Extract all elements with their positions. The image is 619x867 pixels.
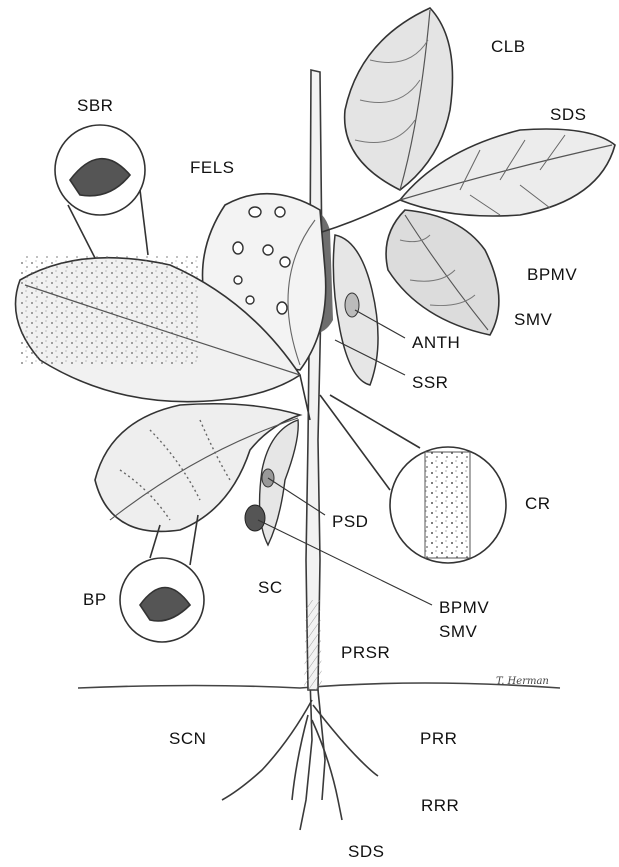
label-cr: CR [525,494,551,514]
label-smv-pod: SMV [439,622,477,642]
label-ssr: SSR [412,373,448,393]
root-system [222,678,378,830]
label-prsr: PRSR [341,643,390,663]
label-bpmv-leaf: BPMV [527,265,577,285]
label-scn: SCN [169,729,206,749]
label-bp: BP [83,590,107,610]
artist-signature: T. Herman [496,676,549,687]
label-bpmv-pod: BPMV [439,598,489,618]
label-anth: ANTH [412,333,460,353]
label-fels: FELS [190,158,235,178]
label-rrr: RRR [421,796,459,816]
leaf-clb [345,8,453,190]
label-smv-leaf: SMV [514,310,552,330]
callout-cr [320,395,506,563]
label-sbr: SBR [77,96,113,116]
label-clb: CLB [491,37,526,57]
callout-sbr [55,125,148,258]
label-sds-root: SDS [348,842,384,862]
label-sc: SC [258,578,283,598]
main-stem [299,70,333,690]
callout-bp [120,515,204,642]
label-prr: PRR [420,729,457,749]
label-sds-leaf: SDS [550,105,586,125]
leaf-bpmv-smv [386,210,499,335]
label-psd: PSD [332,512,368,532]
